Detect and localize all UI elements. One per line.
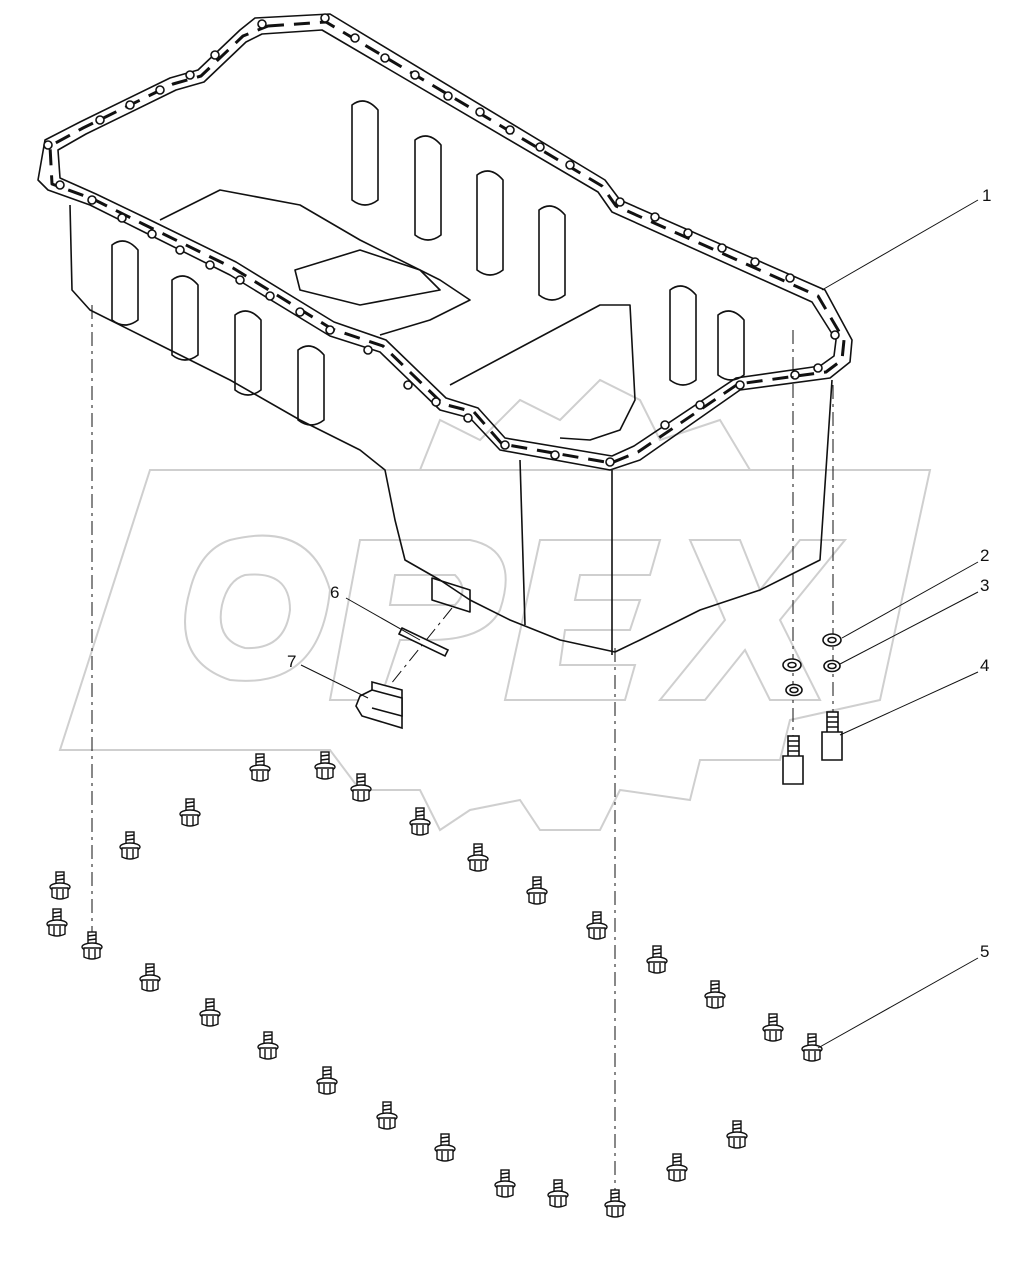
bolt-part-5: [666, 1153, 688, 1182]
oil-pan-rib: [717, 310, 745, 381]
oil-pan-rib: [234, 310, 262, 396]
washer-part-3: [823, 659, 841, 673]
leader-line-6: [345, 597, 421, 641]
studs: [782, 711, 843, 785]
callout-label-4: 4: [980, 656, 989, 675]
bolt-part-5: [199, 998, 221, 1027]
bolt-part-5: [726, 1120, 748, 1149]
bolt-part-5: [316, 1066, 338, 1095]
bolt-part-5: [704, 980, 726, 1009]
callout-label-6: 6: [330, 583, 339, 602]
oil-pan-sump-floor: [159, 189, 471, 336]
bolt-part-5: [376, 1101, 398, 1130]
bolt-part-5: [604, 1189, 626, 1218]
oil-pan-rib: [669, 285, 697, 386]
bolt-part-5: [81, 931, 103, 960]
watermark-letter-x: [657, 539, 848, 701]
bolt-part-5: [467, 843, 489, 872]
washers: [782, 633, 842, 697]
oil-pan-baffle: [449, 304, 636, 441]
oil-pan-rib: [351, 100, 379, 206]
bolt-part-5: [762, 1013, 784, 1042]
oil-pan-rib: [414, 135, 442, 241]
oil-pan-body-front: [69, 204, 833, 653]
bolt-part-5: [49, 871, 71, 900]
bolt-part-5: [46, 908, 68, 937]
bolt-part-5: [257, 1031, 279, 1060]
stud-part-4: [821, 711, 843, 761]
drain-plug: [355, 680, 403, 730]
bolt-part-5: [801, 1033, 823, 1062]
oil-pan-rib: [476, 170, 504, 276]
bolt-part-5: [249, 753, 271, 782]
watermark-gear-outline: [58, 469, 932, 832]
oil-pan: [37, 13, 853, 655]
oil-pan-rib: [171, 275, 199, 361]
callout-label-5: 5: [980, 942, 989, 961]
bolt-part-5: [314, 751, 336, 780]
callout-label-2: 2: [980, 546, 989, 565]
leader-line-3: [839, 591, 979, 665]
oil-pan-flange-outer: [37, 13, 853, 471]
oil-pan-rib: [111, 240, 139, 326]
leader-line-7: [300, 664, 369, 699]
watermark-letter-o: [184, 534, 332, 682]
bolt-part-5: [494, 1169, 516, 1198]
bolt-part-5: [526, 876, 548, 905]
washer-part-3: [785, 683, 803, 697]
oil-pan-gasket-line: [48, 20, 846, 465]
watermark-gear-top: [419, 378, 751, 471]
oil-pan-bolt-holes: [43, 13, 840, 467]
callout-label-7: 7: [287, 652, 296, 671]
bolt-part-5: [434, 1133, 456, 1162]
watermark-letter-p: [328, 539, 507, 701]
stud-part-4: [782, 735, 804, 785]
callout-label-3: 3: [980, 576, 989, 595]
bolt-part-5: [409, 807, 431, 836]
callout-labels: 1 2 3 4 5 6 7: [287, 186, 991, 961]
assembly-lines: [91, 305, 834, 1200]
assembly-line: [377, 607, 453, 701]
watermark-letter-e: [503, 539, 662, 701]
oil-pan-body-side: [519, 459, 526, 626]
bolt-part-5: [547, 1179, 569, 1208]
washer-part-2: [782, 658, 802, 672]
oil-pan-flange-inner: [57, 29, 837, 457]
oil-pan-sump-pocket: [294, 249, 441, 306]
flange-bolts: [46, 751, 823, 1218]
washer-part-2: [822, 633, 842, 647]
leader-lines: [300, 199, 979, 1049]
callout-label-1: 1: [982, 186, 991, 205]
leader-line-5: [817, 957, 979, 1049]
leader-line-4: [839, 671, 979, 736]
oil-pan-rib: [538, 205, 566, 301]
bolt-part-5: [646, 945, 668, 974]
bolt-part-5: [586, 911, 608, 940]
bolt-part-5: [139, 963, 161, 992]
leader-line-1: [821, 199, 979, 291]
bolt-part-5: [179, 798, 201, 827]
bolt-part-5: [119, 831, 141, 860]
bolt-part-5: [350, 773, 372, 802]
oil-pan-rib: [297, 345, 325, 426]
leader-line-2: [841, 561, 979, 639]
watermark-logo: [58, 378, 932, 832]
drain-boss: [431, 577, 471, 613]
